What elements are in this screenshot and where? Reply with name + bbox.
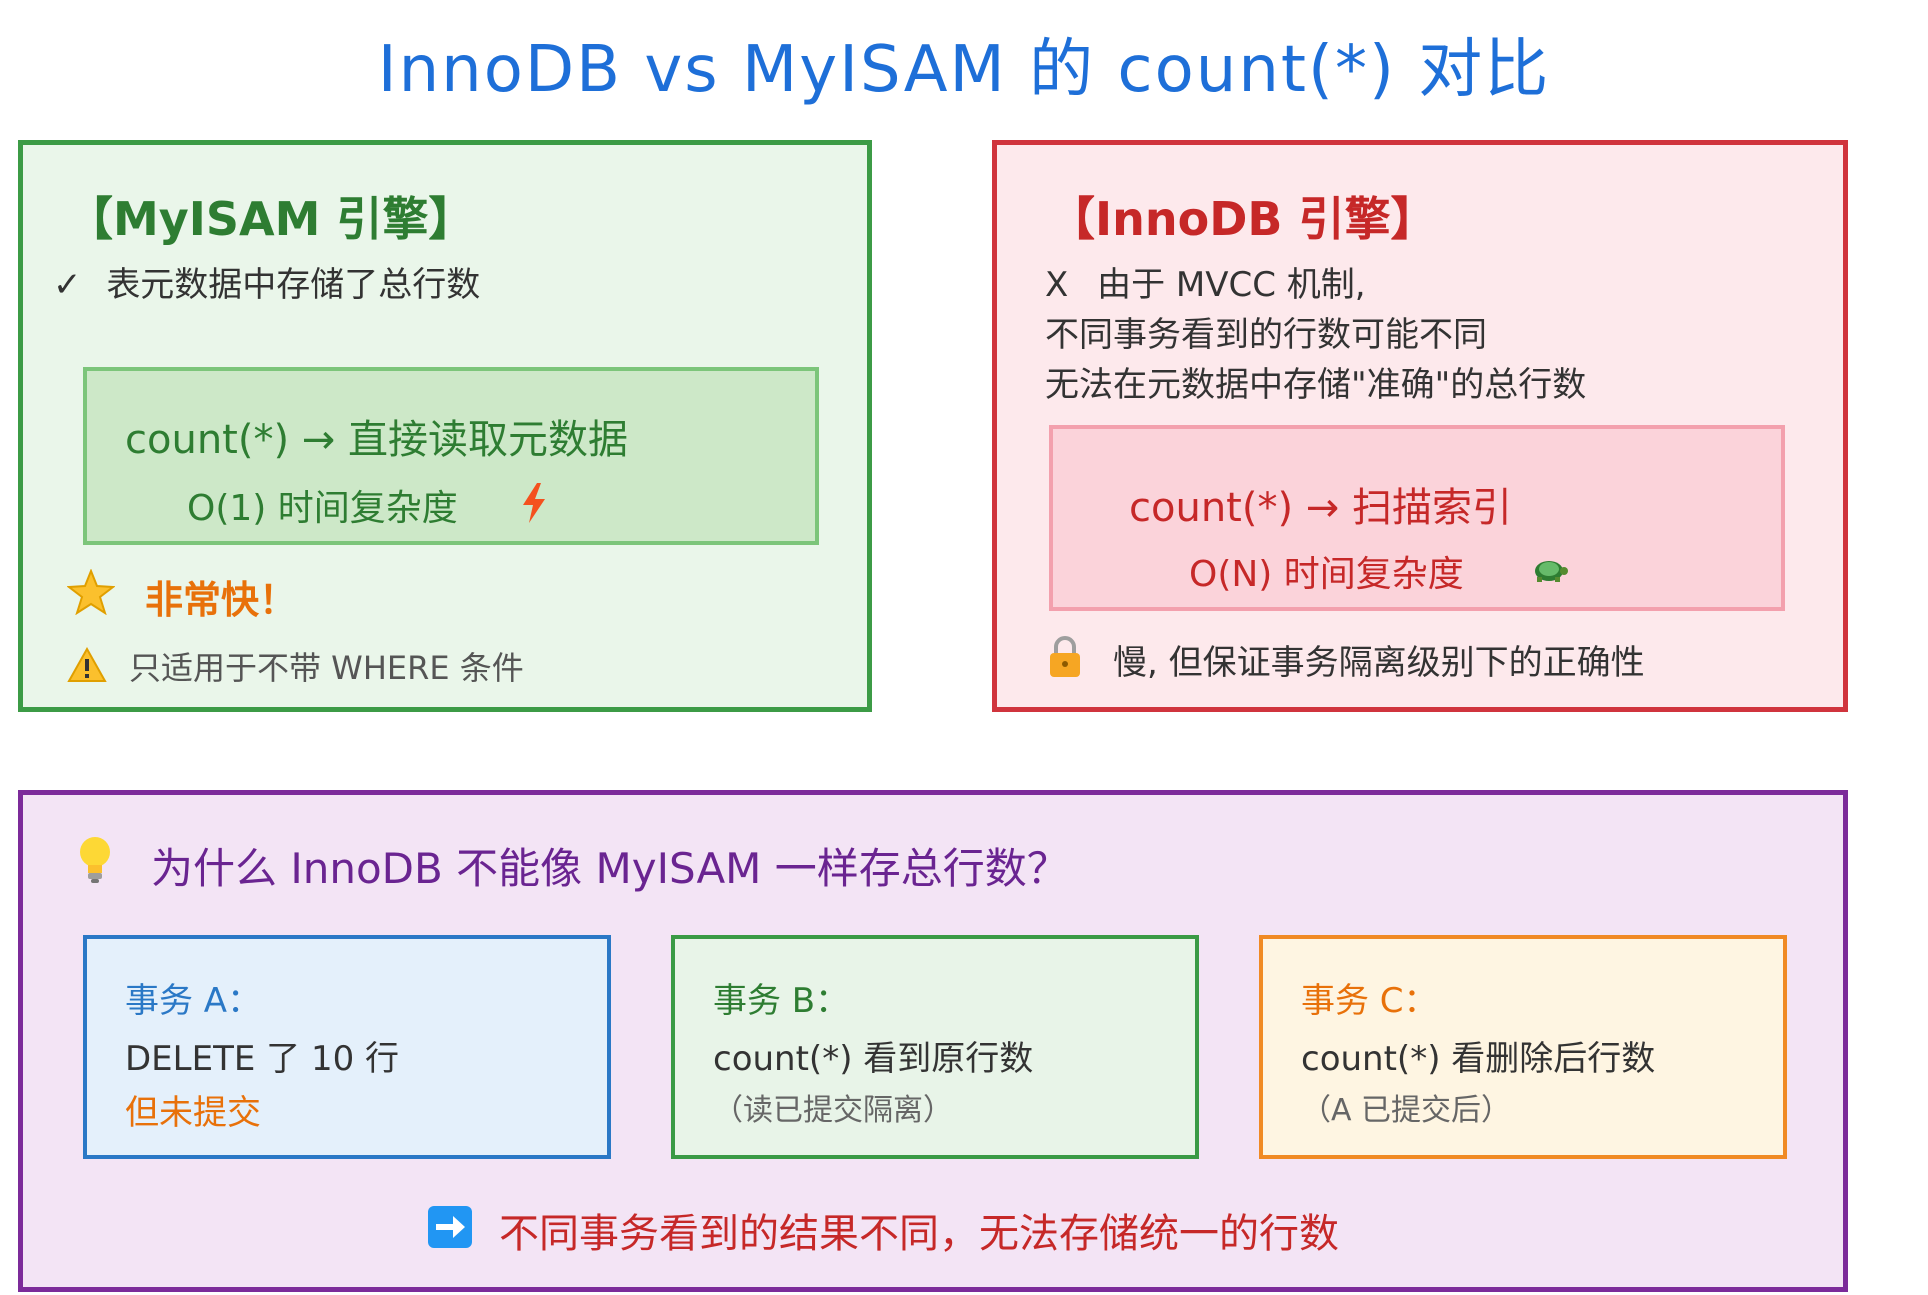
transaction-b-note: （读已提交隔离） — [713, 1093, 953, 1128]
myisam-code-box: count(*) → 直接读取元数据 O(1) 时间复杂度 — [83, 367, 819, 545]
myisam-feature-row: ✓ 表元数据中存储了总行数 — [53, 257, 480, 306]
transaction-b-title: 事务 B： — [713, 981, 850, 1021]
transaction-a-title: 事务 A： — [125, 981, 262, 1021]
lightbulb-icon — [77, 835, 113, 889]
innodb-line2: 不同事务看到的行数可能不同 — [1045, 315, 1487, 355]
transaction-a-note: 但未提交 — [125, 1093, 261, 1133]
lock-icon — [1047, 635, 1083, 683]
myisam-fast-label: 非常快！ — [145, 578, 298, 622]
star-icon — [66, 568, 116, 619]
innodb-panel: 【InnoDB 引擎】 X 由于 MVCC 机制, 不同事务看到的行数可能不同 … — [992, 140, 1848, 712]
innodb-line1-row: X 由于 MVCC 机制, — [1045, 257, 1366, 306]
myisam-panel: 【MyISAM 引擎】 ✓ 表元数据中存储了总行数 count(*) → 直接读… — [18, 140, 872, 712]
transaction-a-line: DELETE 了 10 行 — [125, 1039, 400, 1079]
innodb-line1: 由于 MVCC 机制, — [1097, 265, 1366, 305]
transaction-c-line: count(*) 看删除后行数 — [1301, 1039, 1656, 1079]
page-title: InnoDB vs MyISAM 的 count(*) 对比 — [377, 33, 1551, 107]
myisam-complexity: O(1) 时间复杂度 — [187, 488, 458, 529]
lightning-icon — [519, 483, 549, 527]
transaction-b-line: count(*) 看到原行数 — [713, 1039, 1034, 1079]
innodb-code-box: count(*) → 扫描索引 O(N) 时间复杂度 — [1049, 425, 1785, 611]
innodb-heading: 【InnoDB 引擎】 — [1049, 192, 1437, 246]
transaction-b-box: 事务 B： count(*) 看到原行数 （读已提交隔离） — [671, 935, 1199, 1159]
myisam-code: count(*) → 直接读取元数据 — [125, 417, 629, 463]
innodb-code: count(*) → 扫描索引 — [1129, 485, 1513, 531]
myisam-warning: 只适用于不带 WHERE 条件 — [129, 649, 524, 687]
innodb-complexity: O(N) 时间复杂度 — [1189, 554, 1464, 595]
transaction-c-title: 事务 C： — [1301, 981, 1438, 1021]
innodb-line3: 无法在元数据中存储"准确"的总行数 — [1045, 365, 1587, 405]
warning-icon — [67, 646, 107, 687]
conclusion-text: 不同事务看到的结果不同，无法存储统一的行数 — [499, 1211, 1339, 1257]
innodb-note: 慢, 但保证事务隔离级别下的正确性 — [1113, 643, 1645, 683]
question-text: 为什么 InnoDB 不能像 MyISAM 一样存总行数？ — [151, 844, 1069, 893]
transaction-c-note: （A 已提交后） — [1301, 1093, 1512, 1128]
turtle-icon — [1529, 553, 1569, 587]
question-panel: 为什么 InnoDB 不能像 MyISAM 一样存总行数？ 事务 A： DELE… — [18, 790, 1848, 1292]
check-icon: ✓ — [53, 265, 82, 305]
transaction-c-box: 事务 C： count(*) 看删除后行数 （A 已提交后） — [1259, 935, 1787, 1159]
x-icon: X — [1045, 265, 1069, 305]
transaction-a-box: 事务 A： DELETE 了 10 行 但未提交 — [83, 935, 611, 1159]
myisam-heading: 【MyISAM 引擎】 — [67, 192, 475, 246]
myisam-feature: 表元数据中存储了总行数 — [106, 265, 481, 305]
arrow-right-icon — [427, 1205, 473, 1253]
